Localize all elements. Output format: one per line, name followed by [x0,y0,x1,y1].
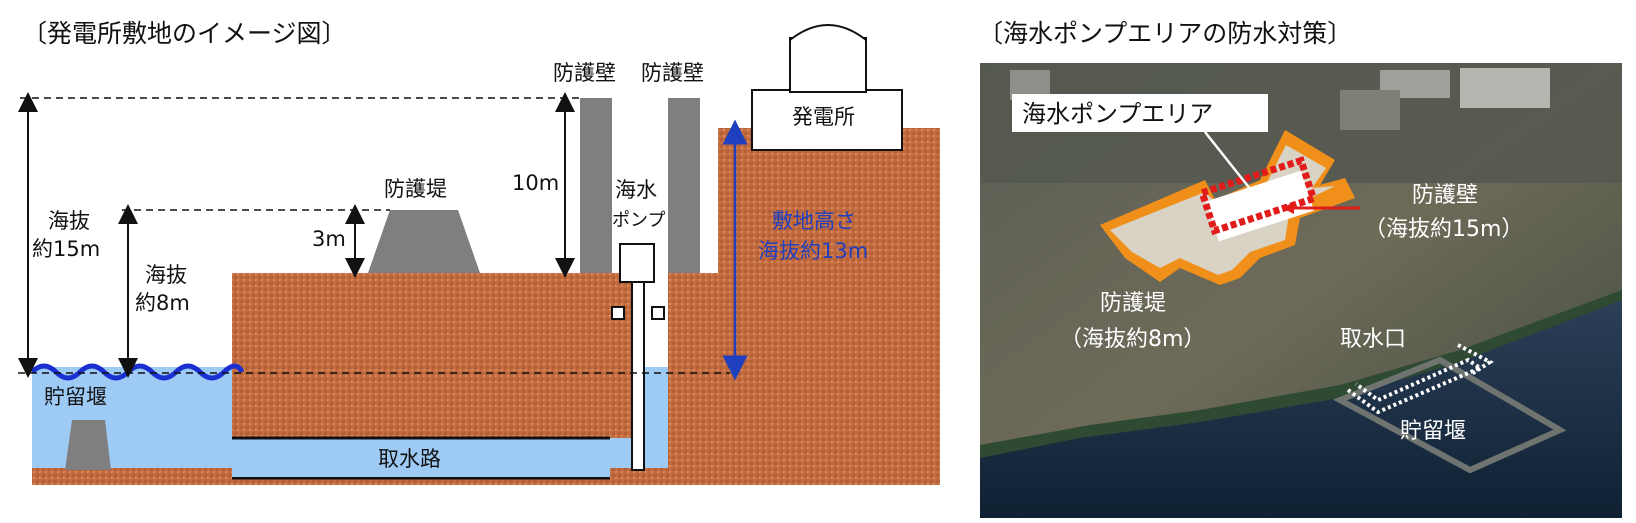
label-altitude-15-line1: 海抜 [48,209,90,233]
power-station-tower [789,37,867,93]
diagram-title: 〔発電所敷地のイメージ図〕 [22,19,347,48]
label-10m: 10m [512,171,559,195]
photo-building [1340,90,1400,130]
cross-section-diagram: 海抜 約15m 海抜 約8m 貯留堰 防護堤 3m 10m 防護壁 防護壁 海水… [18,24,940,485]
label-embankment: 防護堤 [384,177,447,201]
label-power-station: 発電所 [792,105,855,129]
power-station-building [751,89,903,151]
label-altitude-8-line2: 約8m [135,291,190,315]
photo-building [1460,68,1550,108]
middle-ground [232,273,640,438]
label-altitude-8-line1: 海抜 [145,263,187,287]
label-altitude-15-line2: 約15m [32,237,100,261]
label-intake-channel: 取水路 [378,447,441,471]
protection-wall-2 [668,98,700,273]
photo-label-pump-area: 海水ポンプエリア [1022,100,1213,128]
sea-wave [30,363,245,381]
pump-body [619,243,655,283]
photo-wall-arrow-head [1282,202,1294,214]
intake-channel-water [232,440,610,477]
reservoir-weir [65,420,111,470]
label-3m: 3m [312,227,346,251]
photo-label-wall-line1: 防護壁 [1412,183,1478,208]
photo-title: 〔海水ポンプエリアの防水対策〕 [978,19,1353,48]
pump-bracket-right [651,306,665,320]
protection-embankment [368,210,480,273]
label-reservoir: 貯留堰 [44,385,107,409]
power-station-dome [789,24,867,41]
aerial-photo: 海水ポンプエリア 防護壁 （海抜約15m） 防護堤 （海抜約8m） 取水口 貯留… [980,63,1622,518]
label-site-height-line2: 海抜約13m [758,239,868,263]
pump-bracket-left [611,306,625,320]
photo-label-embankment-line1: 防護堤 [1100,291,1166,316]
photo-pump-area-callout [1012,94,1268,132]
label-wall-2: 防護壁 [641,61,704,85]
photo-label-reservoir: 貯留堰 [1400,419,1466,444]
label-pump-line1: 海水 [615,178,657,202]
pump-side-ground [668,273,718,485]
photo-reservoir-outline [1346,357,1485,415]
photo-intake-outline [1457,343,1494,377]
label-pump-line2: ポンプ [612,210,665,231]
photo-pump-callout-line [1204,131,1256,196]
photo-label-intake: 取水口 [1340,327,1406,352]
photo-label-wall-line2: （海抜約15m） [1364,217,1523,242]
photo-breakwater [1332,356,1567,474]
label-wall-1: 防護壁 [553,61,616,85]
power-station-ground [718,128,940,485]
label-site-height-line1: 敷地高さ [772,209,856,233]
photo-label-embankment-line2: （海抜約8m） [1060,327,1205,352]
pump-pipe [631,281,645,471]
protection-wall-1 [580,98,612,273]
photo-coast-greenery [980,290,1622,458]
